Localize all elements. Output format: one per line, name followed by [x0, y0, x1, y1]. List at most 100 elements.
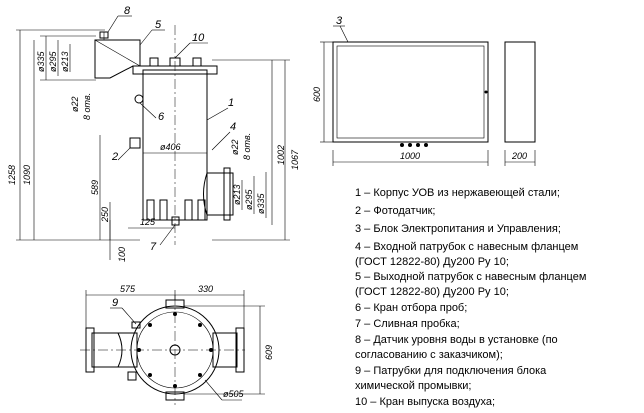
bolt-hole — [209, 348, 213, 352]
sampling-tap — [134, 94, 144, 104]
bolt-hole — [148, 373, 152, 377]
legend-line: (ГОСТ 12822-80) Ду200 Ру 10; — [355, 256, 509, 268]
legend-line: 9 – Патрубки для подключения блока — [355, 365, 547, 377]
dim-1002: 1002 — [276, 145, 286, 165]
leader-2 — [117, 147, 131, 161]
callout-2: 2 — [111, 151, 118, 163]
bolt-hole — [173, 384, 177, 388]
leg — [159, 199, 168, 221]
legend-line: 6 – Кран отбора проб; — [355, 302, 467, 314]
leader-4 — [211, 131, 231, 151]
leader-3 — [339, 25, 349, 43]
dim-22b: ø22 — [230, 139, 240, 155]
front-view — [16, 15, 290, 260]
legend-line: согласованию с заказчиком); — [355, 349, 503, 361]
drain-plug — [171, 216, 180, 226]
bolt-hole — [137, 348, 141, 352]
callout-3: 3 — [336, 15, 343, 27]
control-block — [320, 25, 536, 166]
callout-9: 9 — [112, 297, 118, 309]
dim-200: 200 — [511, 151, 527, 161]
top-outlet-flange — [85, 327, 95, 373]
legend-line: 10 – Кран выпуска воздуха; — [355, 396, 495, 408]
dim-609: 609 — [264, 345, 274, 360]
block-front — [332, 41, 489, 143]
leg — [197, 199, 206, 221]
inlet-pipe-curve — [203, 172, 208, 216]
legend-line: 1 – Корпус УОВ из нержавеющей стали; — [355, 187, 560, 199]
block-gland — [416, 143, 420, 147]
block-gland — [400, 143, 404, 147]
dim-22: ø22 — [70, 96, 80, 112]
legend-line: 2 – Фотодатчик; — [355, 205, 435, 217]
legend-line: 4 – Входной патрубок с навесным фланцем — [355, 241, 578, 253]
dim-213: ø213 — [60, 51, 70, 72]
leader-6 — [139, 102, 157, 119]
legend-line: 5 – Выходной патрубок с навесным фланцем — [355, 271, 586, 283]
leader-7 — [159, 224, 176, 246]
leader-5 — [139, 29, 153, 46]
dim-100: 100 — [117, 247, 127, 262]
outlet-pipe — [94, 39, 141, 79]
inlet-pipe — [206, 172, 234, 216]
legend-line: (ГОСТ 12822-80) Ду200 Ру 10; — [355, 286, 509, 298]
dim-575: 575 — [120, 284, 136, 294]
bolt-hole — [148, 323, 152, 327]
dim-335: ø335 — [36, 50, 46, 72]
dim-505: ø505 — [223, 389, 245, 399]
dim-1090: 1090 — [22, 165, 32, 185]
outlet-pipe-edge — [94, 39, 141, 67]
leader-8 — [107, 15, 119, 33]
legend: 1 – Корпус УОВ из нержавеющей стали; 2 –… — [355, 187, 586, 408]
leader-10 — [174, 42, 191, 59]
dim-589: 589 — [90, 180, 100, 195]
flange-bolt — [149, 57, 159, 67]
dim-600: 600 — [312, 87, 322, 102]
flush-nozzle — [127, 371, 137, 381]
top-inlet-pipe — [212, 332, 238, 368]
top-view — [80, 290, 265, 405]
top-outlet-pipe — [91, 332, 138, 368]
callout-5: 5 — [155, 19, 162, 31]
dim-holes8: 8 отв. — [82, 93, 92, 120]
callout-4: 4 — [230, 121, 236, 133]
dim-213b: ø213 — [232, 184, 242, 205]
legend-line: 3 – Блок Электропитания и Управления; — [355, 223, 561, 235]
legend-line: 8 – Датчик уровня воды в установке (по — [355, 334, 558, 346]
block-side — [504, 41, 536, 143]
dim-335b: ø335 — [256, 192, 266, 214]
callout-6: 6 — [158, 111, 165, 123]
callout-1: 1 — [228, 97, 234, 109]
leg — [146, 199, 155, 221]
flush-nozzle — [131, 321, 141, 329]
bottom-nozzle — [165, 391, 185, 401]
callout-8: 8 — [124, 5, 131, 17]
dim-295b: ø295 — [244, 188, 254, 210]
legend-line: 7 – Сливная пробка; — [355, 318, 460, 330]
leader-1 — [206, 107, 229, 121]
bolt-hole — [198, 373, 202, 377]
level-sensor-head — [99, 31, 109, 39]
dim-330: 330 — [198, 284, 213, 294]
leader-9 — [121, 307, 137, 325]
block-gland — [408, 143, 412, 147]
dim-406: ø406 — [160, 142, 181, 152]
inlet-flange — [223, 167, 231, 221]
block-lock — [484, 90, 488, 94]
top-inlet-flange — [235, 327, 245, 373]
dim-250: 250 — [100, 207, 110, 223]
callout-7: 7 — [150, 241, 157, 253]
dim-1067: 1067 — [290, 149, 300, 170]
dim-1258: 1258 — [7, 165, 17, 185]
bolt-hole — [198, 323, 202, 327]
callout-10: 10 — [192, 32, 205, 44]
legend-line: химической промывки; — [355, 380, 471, 392]
dim-295: ø295 — [48, 50, 58, 72]
dim-holes8b: 8 отв. — [242, 133, 252, 160]
dim-125: 125 — [140, 217, 156, 227]
block-door — [336, 45, 485, 139]
block-gland — [424, 143, 428, 147]
dim-1000: 1000 — [400, 151, 420, 161]
dim-leader-505 — [204, 379, 223, 401]
